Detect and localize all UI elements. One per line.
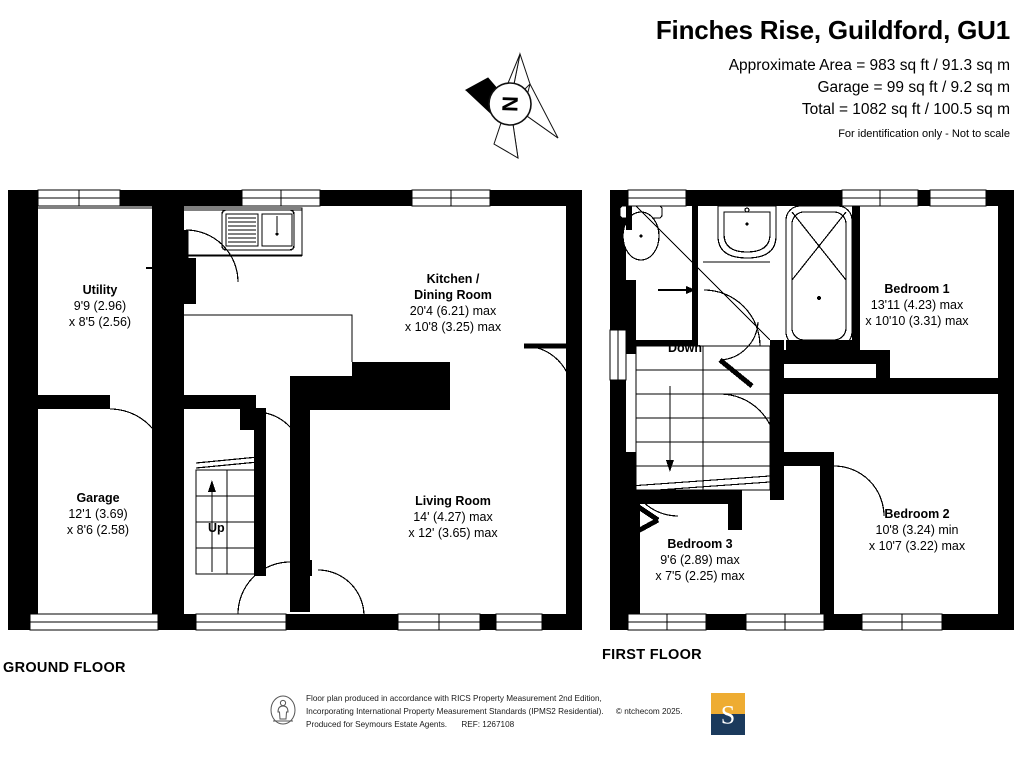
plan-footer: Floor plan produced in accordance with R… — [270, 693, 770, 739]
wash-basin-icon — [717, 205, 777, 259]
bedroom1-name: Bedroom 1 — [884, 282, 950, 296]
footer-copyright: © ntchecom 2025. — [615, 706, 683, 716]
garage-name: Garage — [76, 491, 120, 505]
footer-line-3: Produced for Seymours Estate Agents. — [306, 719, 448, 729]
entry-arrow — [146, 264, 186, 272]
bedroom2-dim-1: 10'8 (3.24) min — [875, 523, 959, 537]
room-label-kitchen-dining: Kitchen / Dining Room 20'4 (6.21) max x … — [370, 271, 536, 335]
bedroom2-dim-2: x 10'7 (3.22) max — [868, 539, 966, 553]
living-room-name: Living Room — [415, 494, 491, 508]
stairs-down-label: Down — [668, 341, 703, 355]
bedroom3-dim-2: x 7'5 (2.25) max — [655, 569, 745, 583]
total-area-line: Total = 1082 sq ft / 100.5 sq m — [801, 100, 1010, 118]
bedroom3-name: Bedroom 3 — [667, 537, 733, 551]
ground-floor-caption: GROUND FLOOR — [3, 660, 126, 676]
kitchen-sink-icon — [221, 209, 295, 251]
kitchen-name-line1: Kitchen / — [426, 272, 480, 286]
bedroom2-name: Bedroom 2 — [884, 507, 950, 521]
page-title: Finches Rise, Guildford, GU1 — [655, 15, 1010, 45]
living-room-dim-1: 14' (4.27) max — [413, 510, 493, 524]
bedroom3-dim-1: 9'6 (2.89) max — [660, 553, 740, 567]
plan-header: Finches Rise, Guildford, GU1 Approximate… — [384, 0, 1024, 142]
utility-dim-2: x 8'5 (2.56) — [68, 315, 132, 329]
room-label-bedroom-2: Bedroom 2 10'8 (3.24) min x 10'7 (3.22) … — [822, 506, 1012, 554]
stairs-up-label: Up — [208, 521, 225, 535]
ground-floor-plan — [0, 180, 600, 640]
footer-reference: REF: 1267108 — [461, 719, 515, 729]
kitchen-dim-2: x 10'8 (3.25) max — [404, 320, 502, 334]
staircase-up — [195, 456, 259, 575]
bathroom-entry-arrow — [658, 286, 696, 294]
garage-dim-1: 12'1 (3.69) — [68, 507, 128, 521]
staircase-down — [629, 205, 771, 493]
garage-area-line: Garage = 99 sq ft / 9.2 sq m — [817, 78, 1010, 96]
room-label-utility: Utility 9'9 (2.96) x 8'5 (2.56) — [30, 282, 170, 330]
rics-person-icon — [270, 695, 296, 725]
approx-area-line: Approximate Area = 983 sq ft / 91.3 sq m — [728, 56, 1010, 74]
bedroom1-dim-1: 13'11 (4.23) max — [870, 298, 964, 312]
garage-dim-2: x 8'6 (2.58) — [66, 523, 130, 537]
footer-line-1: Floor plan produced in accordance with R… — [306, 694, 602, 703]
living-room-dim-2: x 12' (3.65) max — [408, 526, 498, 540]
utility-name: Utility — [82, 283, 118, 297]
utility-dim-1: 9'9 (2.96) — [73, 299, 127, 313]
logo-letter: S — [721, 701, 735, 730]
room-label-bedroom-3: Bedroom 3 9'6 (2.89) max x 7'5 (2.25) ma… — [612, 536, 788, 584]
kitchen-dim-1: 20'4 (6.21) max — [409, 304, 497, 318]
room-label-bedroom-1: Bedroom 1 13'11 (4.23) max x 10'10 (3.31… — [822, 281, 1012, 329]
seymours-logo: S — [711, 693, 745, 735]
bedroom1-dim-2: x 10'10 (3.31) max — [865, 314, 969, 328]
first-floor-caption: FIRST FLOOR — [602, 647, 702, 663]
room-label-garage: Garage 12'1 (3.69) x 8'6 (2.58) — [26, 490, 170, 538]
first-floor-plan — [600, 180, 1024, 640]
disclaimer-note: For identification only - Not to scale — [838, 127, 1010, 140]
kitchen-name-line2: Dining Room — [414, 288, 492, 302]
footer-text-block: Floor plan produced in accordance with R… — [306, 693, 683, 731]
compass-north-letter: N — [497, 96, 523, 113]
north-compass-rose: N — [458, 48, 562, 160]
footer-line-2: Incorporating International Property Mea… — [306, 706, 604, 716]
room-label-living-room: Living Room 14' (4.27) max x 12' (3.65) … — [372, 493, 534, 541]
